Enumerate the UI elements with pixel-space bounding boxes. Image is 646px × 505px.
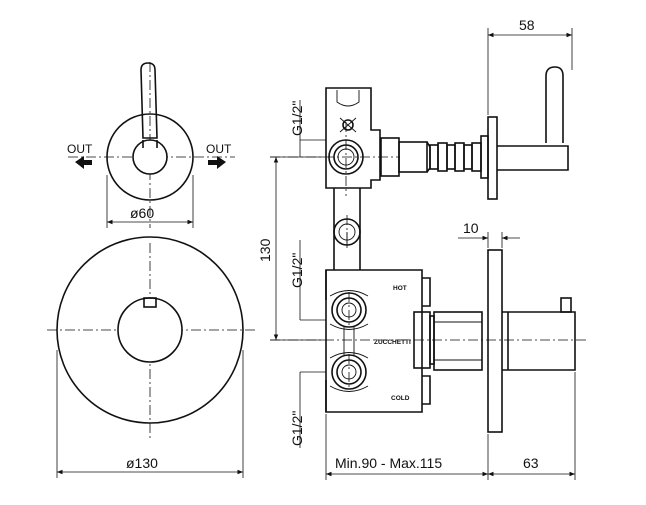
dim-vertical-spacing: 130: [257, 156, 324, 341]
small-rosette-front-view: [68, 62, 235, 228]
dim-handle-depth: 58: [487, 17, 573, 115]
brand-label: ZUCCHETTI: [374, 339, 411, 346]
diverter-body-side-view: [325, 87, 381, 270]
dim-large-rosette: ø130: [56, 350, 244, 478]
dim-handle-depth-label: 58: [519, 17, 535, 33]
out-right: OUT: [206, 142, 232, 169]
out-left-label: OUT: [67, 142, 93, 156]
thread-middle-label: G1/2": [289, 253, 305, 288]
dim-body-depth-label: Min.90 - Max.115: [335, 455, 442, 471]
dim-vertical-spacing-label: 130: [257, 238, 273, 262]
dim-bottom: Min.90 - Max.115 63: [325, 372, 576, 480]
out-left: OUT: [67, 142, 93, 169]
dim-small-rosette-label: ø60: [130, 205, 154, 221]
thread-bottom-label: G1/2": [289, 411, 305, 446]
hot-label: HOT: [393, 285, 407, 292]
thermostatic-body-side-view: [325, 269, 483, 413]
dim-thermo-depth-label: 63: [523, 455, 539, 471]
out-right-arrow-icon: [208, 156, 226, 169]
diverter-spindle-side-view: [380, 66, 569, 200]
dim-small-rosette: ø60: [106, 175, 194, 228]
thread-top: G1/2": [289, 100, 326, 157]
thread-bottom: G1/2": [289, 371, 326, 448]
large-rosette-front-view: [47, 236, 255, 440]
out-left-arrow-icon: [75, 156, 92, 169]
dim-large-rosette-label: ø130: [126, 455, 158, 471]
thermo-plate-and-knob: [487, 249, 576, 433]
dim-gap-label: 10: [463, 220, 479, 236]
dim-gap: 10: [458, 220, 520, 248]
thread-middle: G1/2": [289, 240, 326, 321]
thread-top-label: G1/2": [289, 101, 305, 136]
cold-label: COLD: [391, 395, 410, 402]
out-right-label: OUT: [206, 142, 232, 156]
